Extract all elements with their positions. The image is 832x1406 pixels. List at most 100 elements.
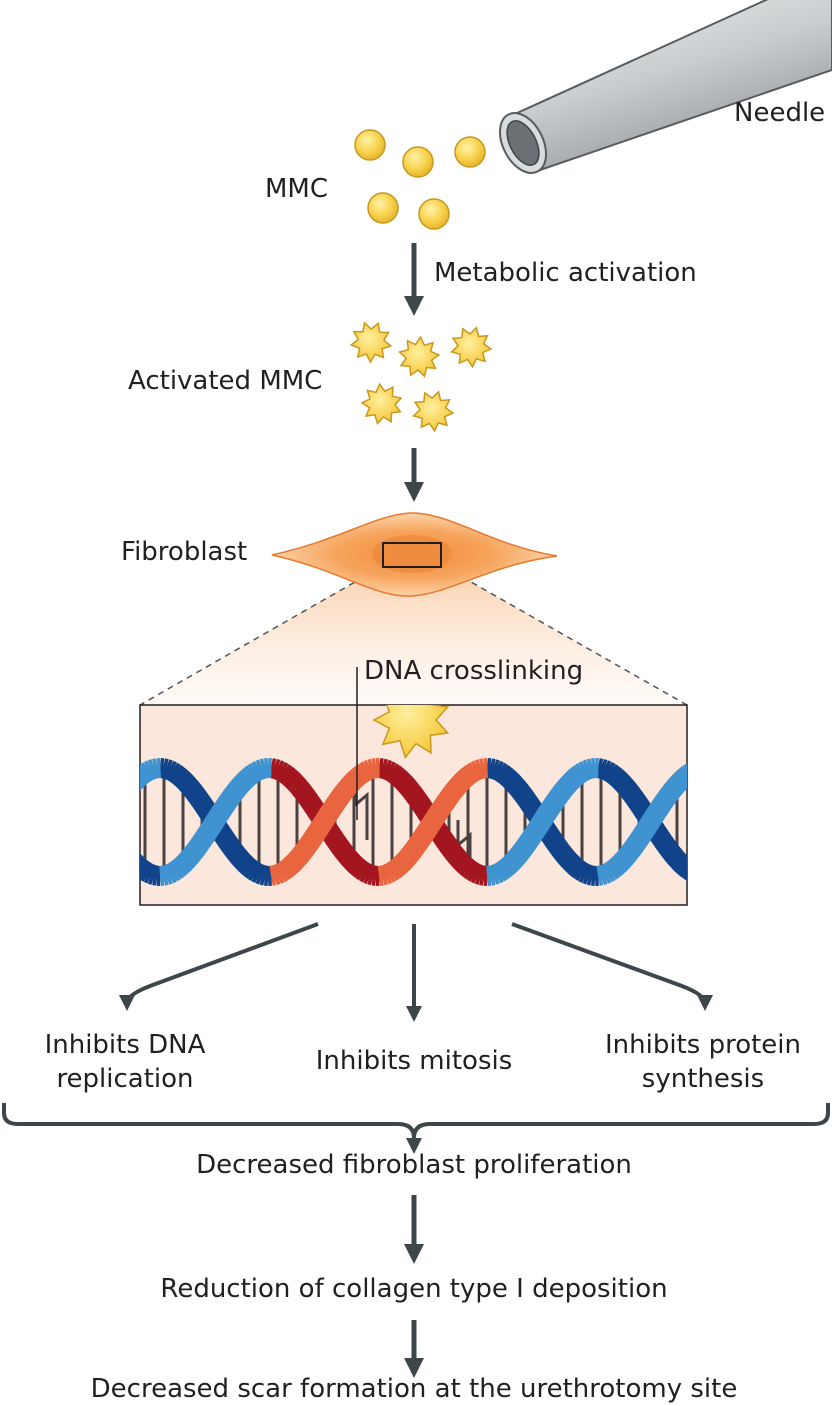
dna-strand-segment [227, 845, 247, 863]
activated-mmc-star [450, 326, 493, 369]
dna-strand-segment [179, 776, 199, 795]
dna-strand-segment [160, 865, 169, 886]
dna-strand-segment [338, 778, 358, 796]
dna-strand-segment [282, 856, 300, 875]
dna-strand-segment [474, 759, 485, 780]
dna-strand-segment [401, 781, 421, 799]
dna-strand-segment [628, 831, 649, 849]
dna-strand-segment [560, 774, 579, 792]
dna-strand-segment [496, 860, 512, 880]
dna-strand-segment [371, 758, 378, 779]
dna-strand-segment [208, 807, 229, 824]
dna-strand-segment [598, 758, 608, 780]
dna-strand-segment [671, 854, 687, 873]
dna-strand-segment [557, 849, 577, 867]
dna-strand-segment [140, 862, 154, 882]
dna-strand-segment [271, 864, 281, 886]
dna-strand-segment [586, 758, 595, 779]
dna-strand-segment [586, 865, 595, 886]
dna-strand-segment [171, 858, 188, 877]
dna-strand-segment [574, 762, 589, 783]
dna-strand-segment [273, 863, 285, 884]
dna-strand-segment [259, 865, 268, 886]
dna-strand-segment [604, 861, 620, 880]
dna-strand-segment [427, 805, 448, 823]
dna-strand-segment [143, 863, 156, 884]
dna-strand-segment [316, 808, 337, 826]
mmc-particle-icon [354, 129, 486, 230]
dna-strand-segment [298, 791, 319, 809]
dna-strand-segment [187, 838, 208, 856]
dna-strand-segment [430, 801, 451, 818]
dna-strand-segment [415, 824, 436, 841]
dna-strand-segment [385, 763, 400, 783]
label-decreased-proliferation: Decreased fibroblast proliferation [196, 1150, 632, 1180]
dna-strand-segment [571, 860, 587, 879]
dna-strand-segment [614, 850, 633, 869]
dna-strand-segment [247, 762, 262, 783]
zoom-line-right [442, 565, 688, 706]
dna-strand-segment [443, 783, 463, 801]
dna-strand-segment [682, 763, 687, 773]
dna-strand-segment [244, 860, 260, 879]
dna-strand-segment [140, 853, 144, 861]
dna-strand-segment [582, 864, 593, 885]
dna-strand-segment [443, 843, 463, 861]
dna-strand-segment [162, 864, 173, 885]
dna-strand-segment [439, 787, 460, 805]
dna-strand-segment [436, 792, 457, 809]
dna-strand-segment [240, 767, 258, 787]
dna-strand-segment [406, 790, 427, 807]
activated-mmc-star [360, 382, 403, 425]
dna-strand-segment [424, 810, 445, 827]
dna-strand-segment [166, 862, 181, 882]
dna-strand-segment [233, 852, 252, 870]
dna-strand-segment [190, 834, 211, 852]
dna-strand-segment [662, 782, 682, 800]
dna-strand-segment [244, 765, 260, 784]
dna-strand-segment [275, 761, 289, 782]
dna-strand-segment [196, 825, 217, 843]
dna-strand-segment [436, 835, 457, 852]
dna-strand-segment [503, 773, 522, 791]
dna-strand-segment [255, 759, 266, 780]
label-inhibits-dna-replication: Inhibits DNA replication [10, 1028, 240, 1096]
dna-strand-segment [671, 771, 687, 790]
dna-strand-segment [649, 828, 670, 845]
dna-strand-segment [678, 864, 687, 878]
dna-strand-segment [282, 769, 300, 788]
dna-strand-segment [517, 792, 538, 810]
dna-strand-segment [628, 795, 649, 813]
dna-strand-segment [491, 863, 504, 884]
dna-strand-segment [459, 766, 476, 786]
dna-strand-segment [143, 760, 156, 781]
dna-strand-segment [387, 859, 404, 879]
dna-strand-segment [509, 846, 529, 864]
label-inhibits-dna-replication-line1: Inhibits DNA [44, 1030, 206, 1060]
dna-strand-segment [474, 864, 485, 885]
dna-strand-segment [224, 842, 244, 859]
dna-strand-segment [501, 770, 519, 789]
dna-strand-segment [655, 836, 676, 854]
dna-strand-segment [230, 777, 250, 795]
dna-strand-segment [466, 762, 481, 782]
dna-strand-segment [637, 818, 658, 835]
dna-strand-segment [487, 758, 496, 779]
dna-strand-segment [538, 802, 559, 819]
dna-strand-segment [686, 763, 687, 765]
dna-strand-segment [652, 832, 673, 849]
dna-strand-segment [293, 783, 313, 801]
dna-strand-segment [617, 779, 637, 797]
dna-strand-segment [338, 848, 358, 866]
dna-strand-segment [449, 850, 468, 868]
dna-strand-segment [287, 775, 306, 794]
dna-strand-segment [269, 865, 277, 886]
dna-strand-segment [205, 811, 226, 829]
dna-strand-segment [319, 804, 340, 821]
dna-strand-segment [307, 822, 328, 840]
dna-strand-segment [220, 789, 241, 806]
dna-strand-segment [269, 758, 277, 779]
dna-strand-segment [344, 854, 363, 873]
dna-strand-segment [395, 852, 414, 870]
